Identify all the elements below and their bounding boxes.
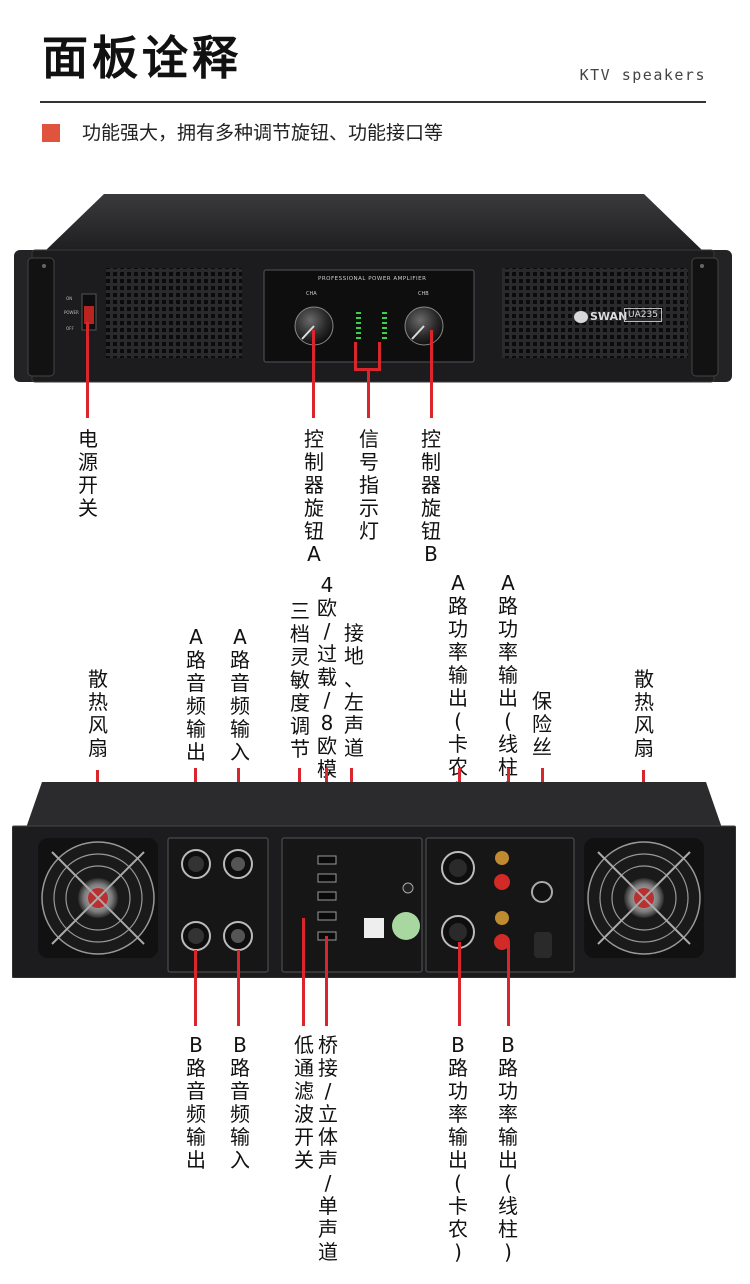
label-fan-right: 散热风扇 — [634, 667, 654, 760]
b-audio-out-line — [194, 950, 197, 1026]
label-bridge: 桥接/立体声/单声道 — [318, 1033, 338, 1264]
b-post-line — [507, 942, 510, 1026]
label-lowpass: 低通滤波开关 — [294, 1033, 314, 1172]
lowpass-line — [302, 918, 305, 1026]
channel-a-label: CHA — [306, 291, 317, 297]
knob-a-line — [312, 330, 315, 418]
page-subtitle: KTV speakers — [579, 66, 706, 84]
bridge-line — [325, 936, 328, 1026]
panel-caption: PROFESSIONAL POWER AMPLIFIER — [318, 276, 427, 282]
b-speakon-line — [458, 942, 461, 1026]
amplifier-front-image: ON POWER OFF — [14, 194, 732, 392]
label-fan-left: 散热风扇 — [88, 667, 108, 760]
b-audio-in-line — [237, 950, 240, 1026]
knob-b-line — [430, 330, 433, 418]
led-line-left — [354, 342, 357, 370]
label-ground: 接地、左声道 — [344, 621, 364, 760]
label-power-switch: 电源开关 — [78, 427, 98, 520]
channel-b-label: CHB — [418, 291, 429, 297]
bullet-square-icon — [42, 124, 60, 142]
brand-name: SWAN — [590, 310, 628, 323]
svg-text:ON: ON — [66, 296, 72, 301]
led-line-stem — [367, 368, 370, 418]
amplifier-rear-image — [11, 782, 737, 979]
swan-logo-icon — [574, 311, 588, 323]
led-line-right — [378, 342, 381, 370]
power-switch-line — [86, 322, 89, 418]
label-sensitivity: 三档灵敏度调节 — [290, 599, 310, 761]
page-title: 面板诠释 — [42, 31, 242, 85]
feature-summary: 功能强大，拥有多种调节旋钮、功能接口等 — [82, 122, 444, 144]
label-fuse: 保险丝 — [532, 689, 552, 759]
header-divider — [40, 101, 706, 103]
svg-text:POWER: POWER — [64, 310, 79, 315]
label-signal-led: 信号指示灯 — [359, 427, 379, 543]
svg-text:OFF: OFF — [66, 326, 74, 331]
model-badge: UA235 — [624, 308, 662, 322]
